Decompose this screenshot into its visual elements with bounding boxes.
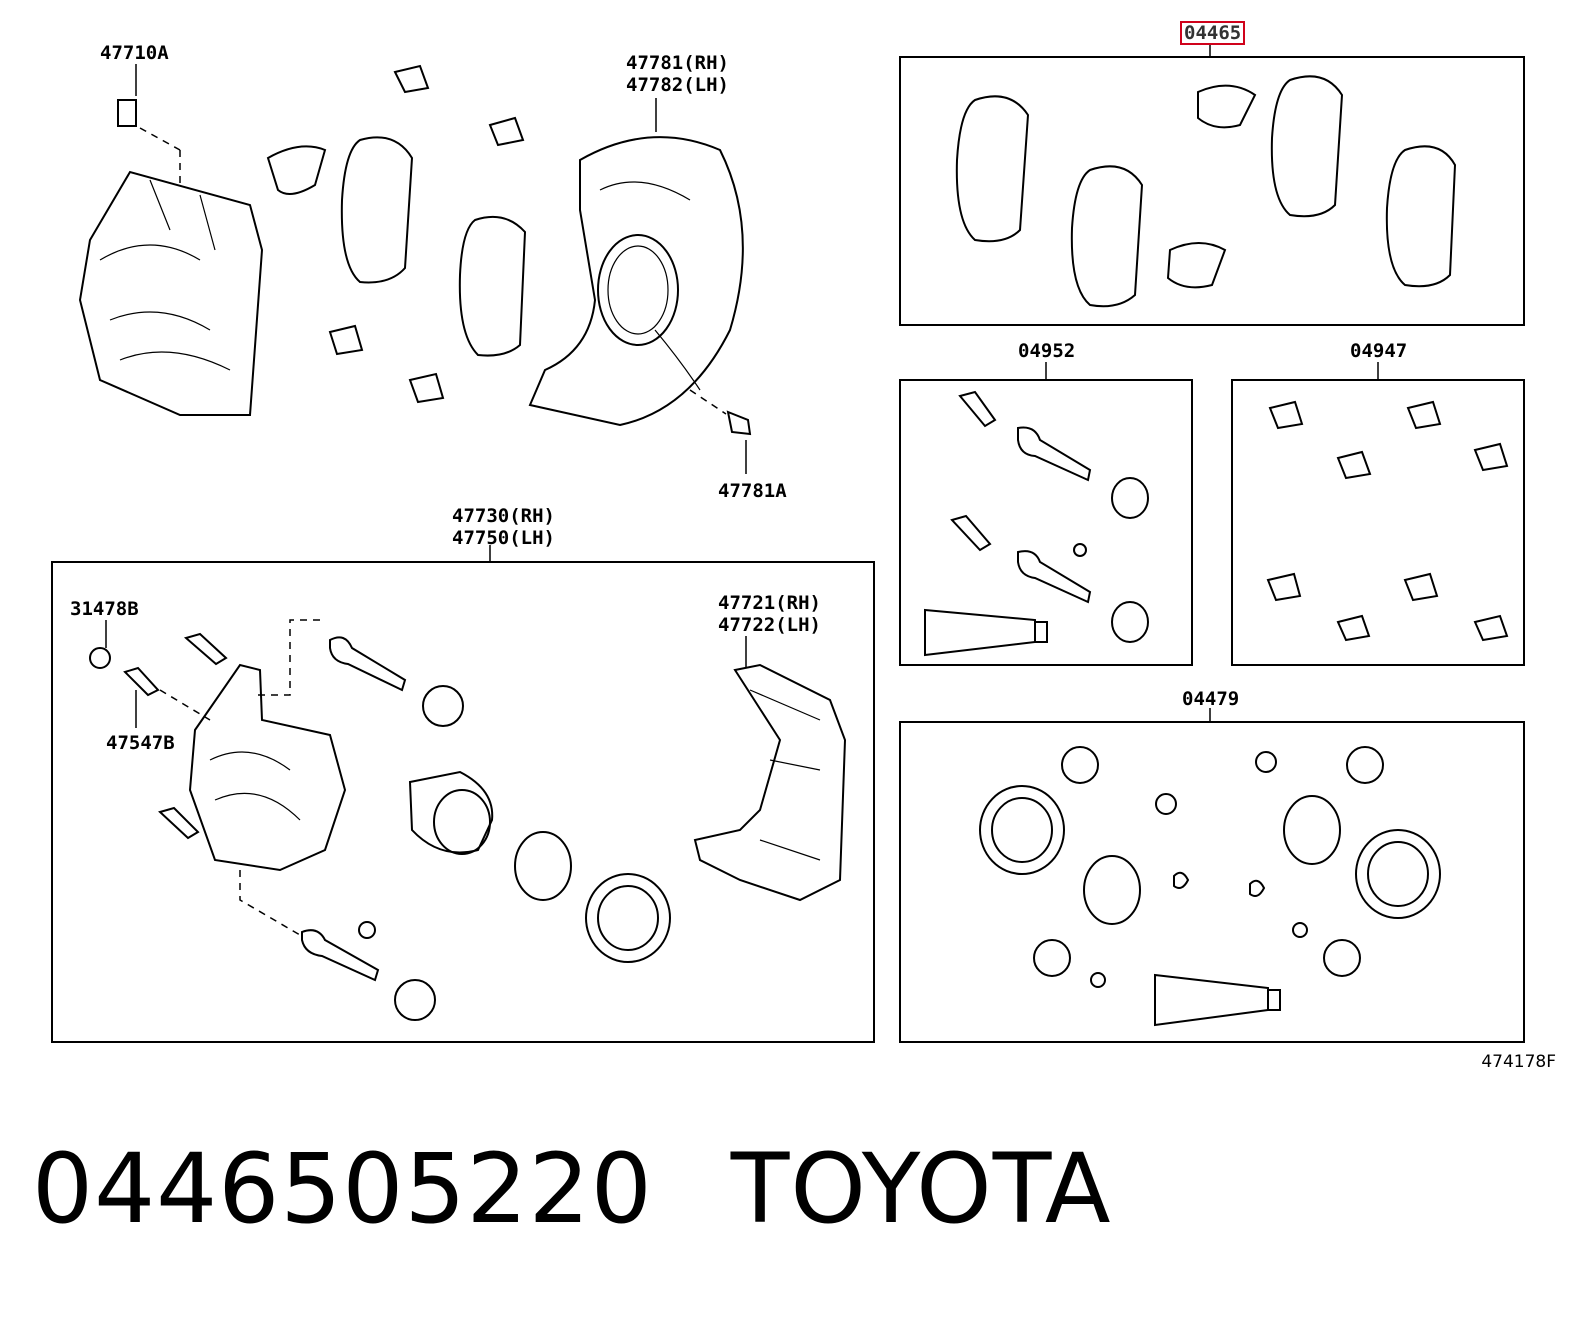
pad-kit-drawing (955, 75, 1457, 308)
clip-kit-drawing (1266, 400, 1509, 642)
callout-04479[interactable]: 04479 (1182, 688, 1240, 710)
drawing-id: 474178F (1481, 1052, 1556, 1072)
callout-47781A[interactable]: 47781A (718, 480, 787, 502)
callout-47781-47782[interactable]: 47781(RH) 47782(LH) (626, 52, 729, 96)
brand-name: TOYOTA (730, 1133, 1112, 1245)
part-number: 0446505220 (32, 1133, 653, 1245)
dust-shield-drawing (528, 136, 752, 436)
callout-04947[interactable]: 04947 (1350, 340, 1408, 362)
pads-drawing-left (340, 136, 527, 357)
clips-drawing (266, 64, 525, 404)
seal-kit-drawing (979, 746, 1441, 1027)
callout-04465[interactable]: 04465 (1180, 21, 1246, 45)
callout-47710A[interactable]: 47710A (100, 42, 169, 64)
callout-47547B[interactable]: 47547B (106, 732, 175, 754)
caliper-body-drawing (78, 99, 264, 416)
caliper-assembly-box (51, 561, 875, 1043)
callout-31478B[interactable]: 31478B (70, 598, 139, 620)
seal-kit-box (899, 721, 1525, 1043)
callout-04952[interactable]: 04952 (1018, 340, 1076, 362)
caliper-assembly-drawing (89, 619, 847, 1021)
callout-47721-47722[interactable]: 47721(RH) 47722(LH) (718, 592, 821, 636)
callout-47730-47750[interactable]: 47730(RH) 47750(LH) (452, 505, 555, 549)
part-caption: 0446505220 TOYOTA (32, 1133, 1112, 1245)
pad-kit-box (899, 56, 1525, 326)
bolt-kit-drawing (924, 390, 1149, 657)
